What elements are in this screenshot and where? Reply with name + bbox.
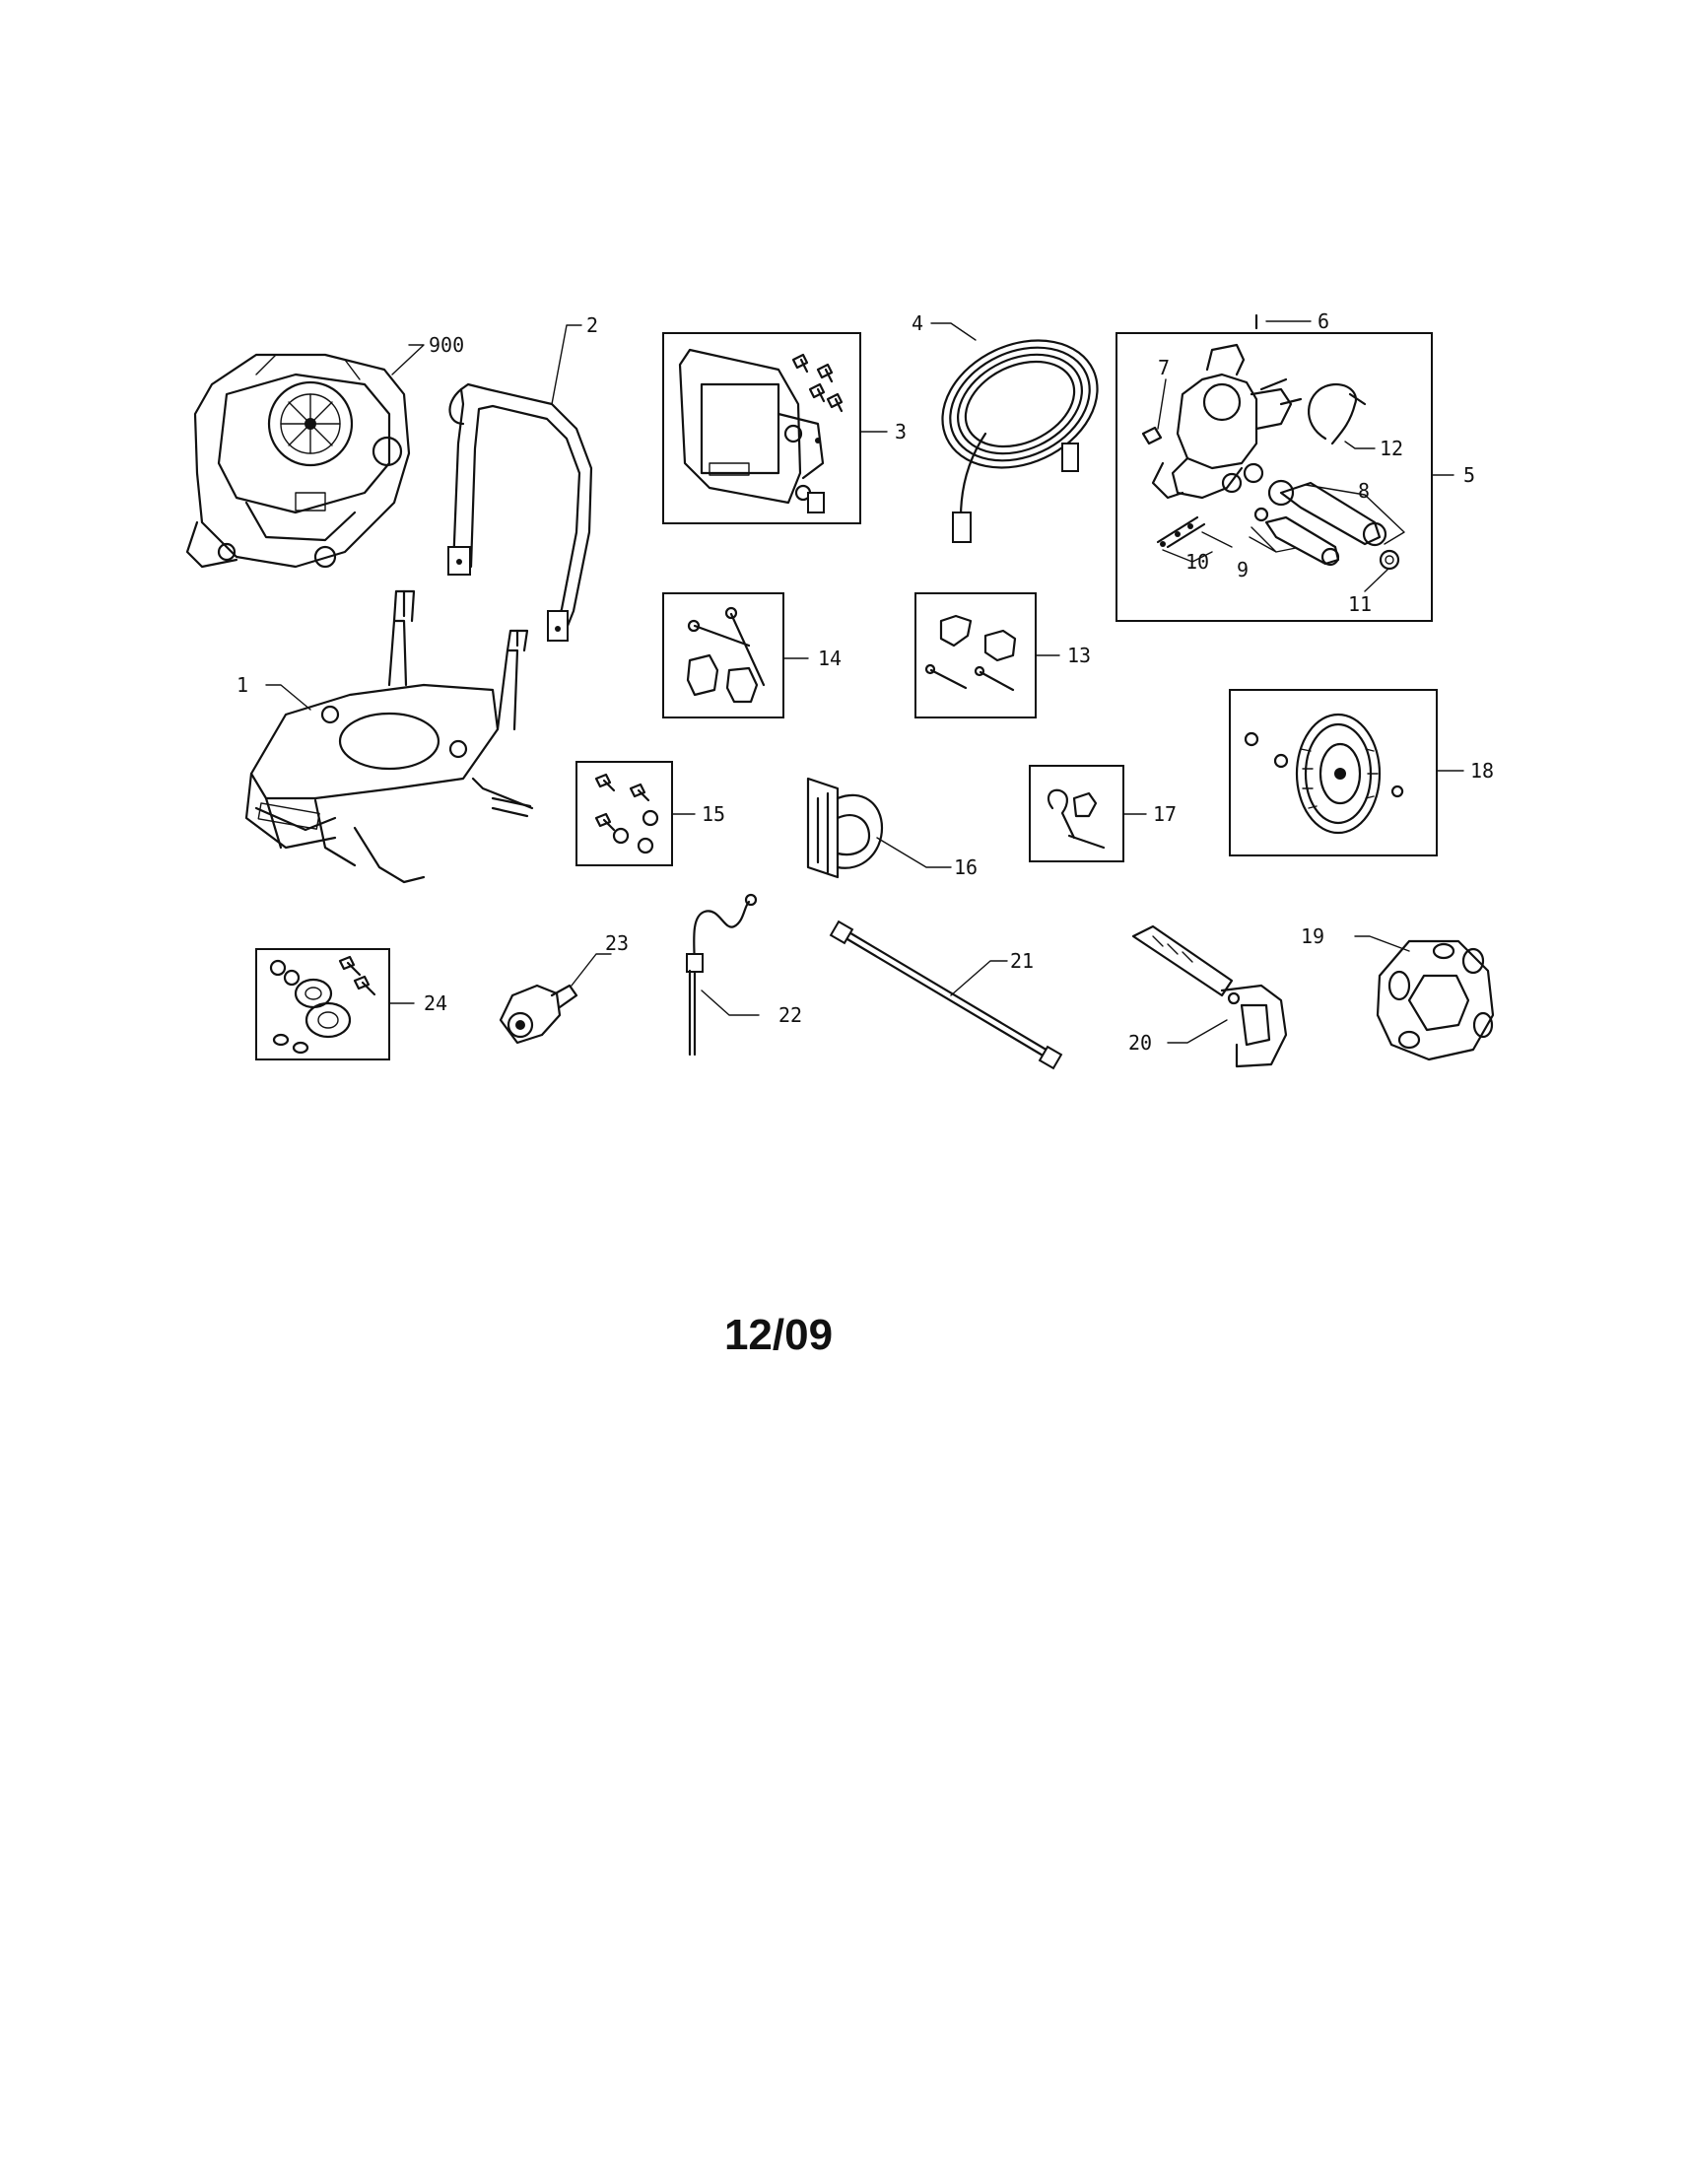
part-kit-13-knobs[interactable] [939, 614, 1017, 662]
leader-19 [1354, 935, 1410, 952]
part-kit-14-bolts[interactable] [687, 606, 766, 687]
part-pump[interactable] [1151, 343, 1303, 500]
leader-10 [1162, 531, 1233, 563]
callout-12: 12 [1380, 437, 1403, 460]
part-outlet-adapter[interactable] [1253, 507, 1340, 567]
callout-4: 4 [912, 311, 923, 335]
callout-14: 14 [818, 647, 842, 670]
part-kit-14-knobs[interactable] [686, 653, 759, 704]
part-chemical-tube[interactable] [686, 893, 758, 1057]
callout-3: 3 [895, 420, 907, 444]
callout-22: 22 [778, 1003, 802, 1027]
callout-19: 19 [1301, 924, 1324, 948]
part-handle[interactable] [447, 382, 593, 643]
leader-2 [551, 324, 582, 405]
callout-11: 11 [1348, 592, 1372, 616]
callout-17: 17 [1153, 802, 1177, 826]
part-high-pressure-hose[interactable] [921, 316, 1117, 543]
part-kit-24-hardware[interactable] [269, 955, 376, 1055]
callout-16: 16 [954, 855, 978, 879]
part-spray-wand[interactable] [829, 920, 1063, 1070]
callout-23: 23 [605, 931, 629, 955]
callout-21: 21 [1010, 949, 1034, 973]
part-frame[interactable] [244, 589, 534, 884]
callout-24: 24 [424, 991, 447, 1015]
part-pump-oil-cap[interactable] [1141, 426, 1163, 445]
callout-box-13 [914, 592, 1037, 718]
leader-16 [876, 837, 952, 868]
part-panel-screws[interactable] [791, 353, 844, 413]
callout-box-5 [1115, 332, 1433, 622]
part-bypass-tube[interactable] [1308, 383, 1367, 445]
leader-7 [1157, 378, 1167, 430]
leader-23 [571, 953, 612, 987]
part-spray-gun[interactable] [1131, 924, 1288, 1068]
part-hose-holder[interactable] [806, 777, 884, 879]
callout-15: 15 [702, 802, 725, 826]
callout-box-15 [575, 761, 673, 866]
callout-9: 9 [1237, 558, 1249, 581]
date-code: 12/09 [723, 1311, 834, 1359]
leader-4 [930, 322, 977, 341]
leader-900 [391, 344, 425, 375]
callout-18: 18 [1470, 759, 1494, 783]
leader-11 [1364, 569, 1388, 592]
callout-10: 10 [1185, 550, 1209, 574]
callout-box-3 [662, 332, 861, 524]
leader-21 [950, 960, 1008, 996]
part-wheel-kit[interactable] [1244, 713, 1404, 835]
part-turbo-nozzle[interactable] [499, 984, 578, 1045]
part-kit-15-hardware[interactable] [594, 773, 659, 854]
part-kit-17-hardware[interactable] [1047, 788, 1106, 850]
callout-7: 7 [1158, 356, 1170, 379]
part-engine[interactable] [185, 353, 411, 569]
part-hose-hook[interactable] [1376, 939, 1495, 1061]
part-kit-13-screws[interactable] [924, 663, 1015, 692]
callout-box-18 [1229, 689, 1438, 856]
callout-1: 1 [237, 673, 248, 697]
leader-9 [1249, 526, 1297, 553]
callout-20: 20 [1128, 1031, 1152, 1055]
leader-1 [265, 684, 311, 711]
callout-13: 13 [1067, 644, 1091, 667]
part-nipple-assembly[interactable] [1156, 515, 1206, 549]
leader-8 [1305, 484, 1405, 545]
leader-22 [701, 990, 760, 1016]
leader-12 [1344, 441, 1376, 449]
callout-box-14 [662, 592, 784, 718]
callout-900: 900 [429, 333, 464, 357]
part-filter-screen[interactable] [1379, 549, 1400, 571]
callout-box-24 [255, 948, 390, 1060]
part-inlet-adapter[interactable] [1267, 479, 1387, 547]
part-control-panel[interactable] [678, 348, 825, 513]
leader-20 [1167, 1019, 1228, 1044]
callout-5: 5 [1463, 463, 1475, 487]
callout-6: 6 [1318, 309, 1329, 333]
callout-2: 2 [586, 313, 598, 337]
callout-8: 8 [1358, 479, 1370, 503]
